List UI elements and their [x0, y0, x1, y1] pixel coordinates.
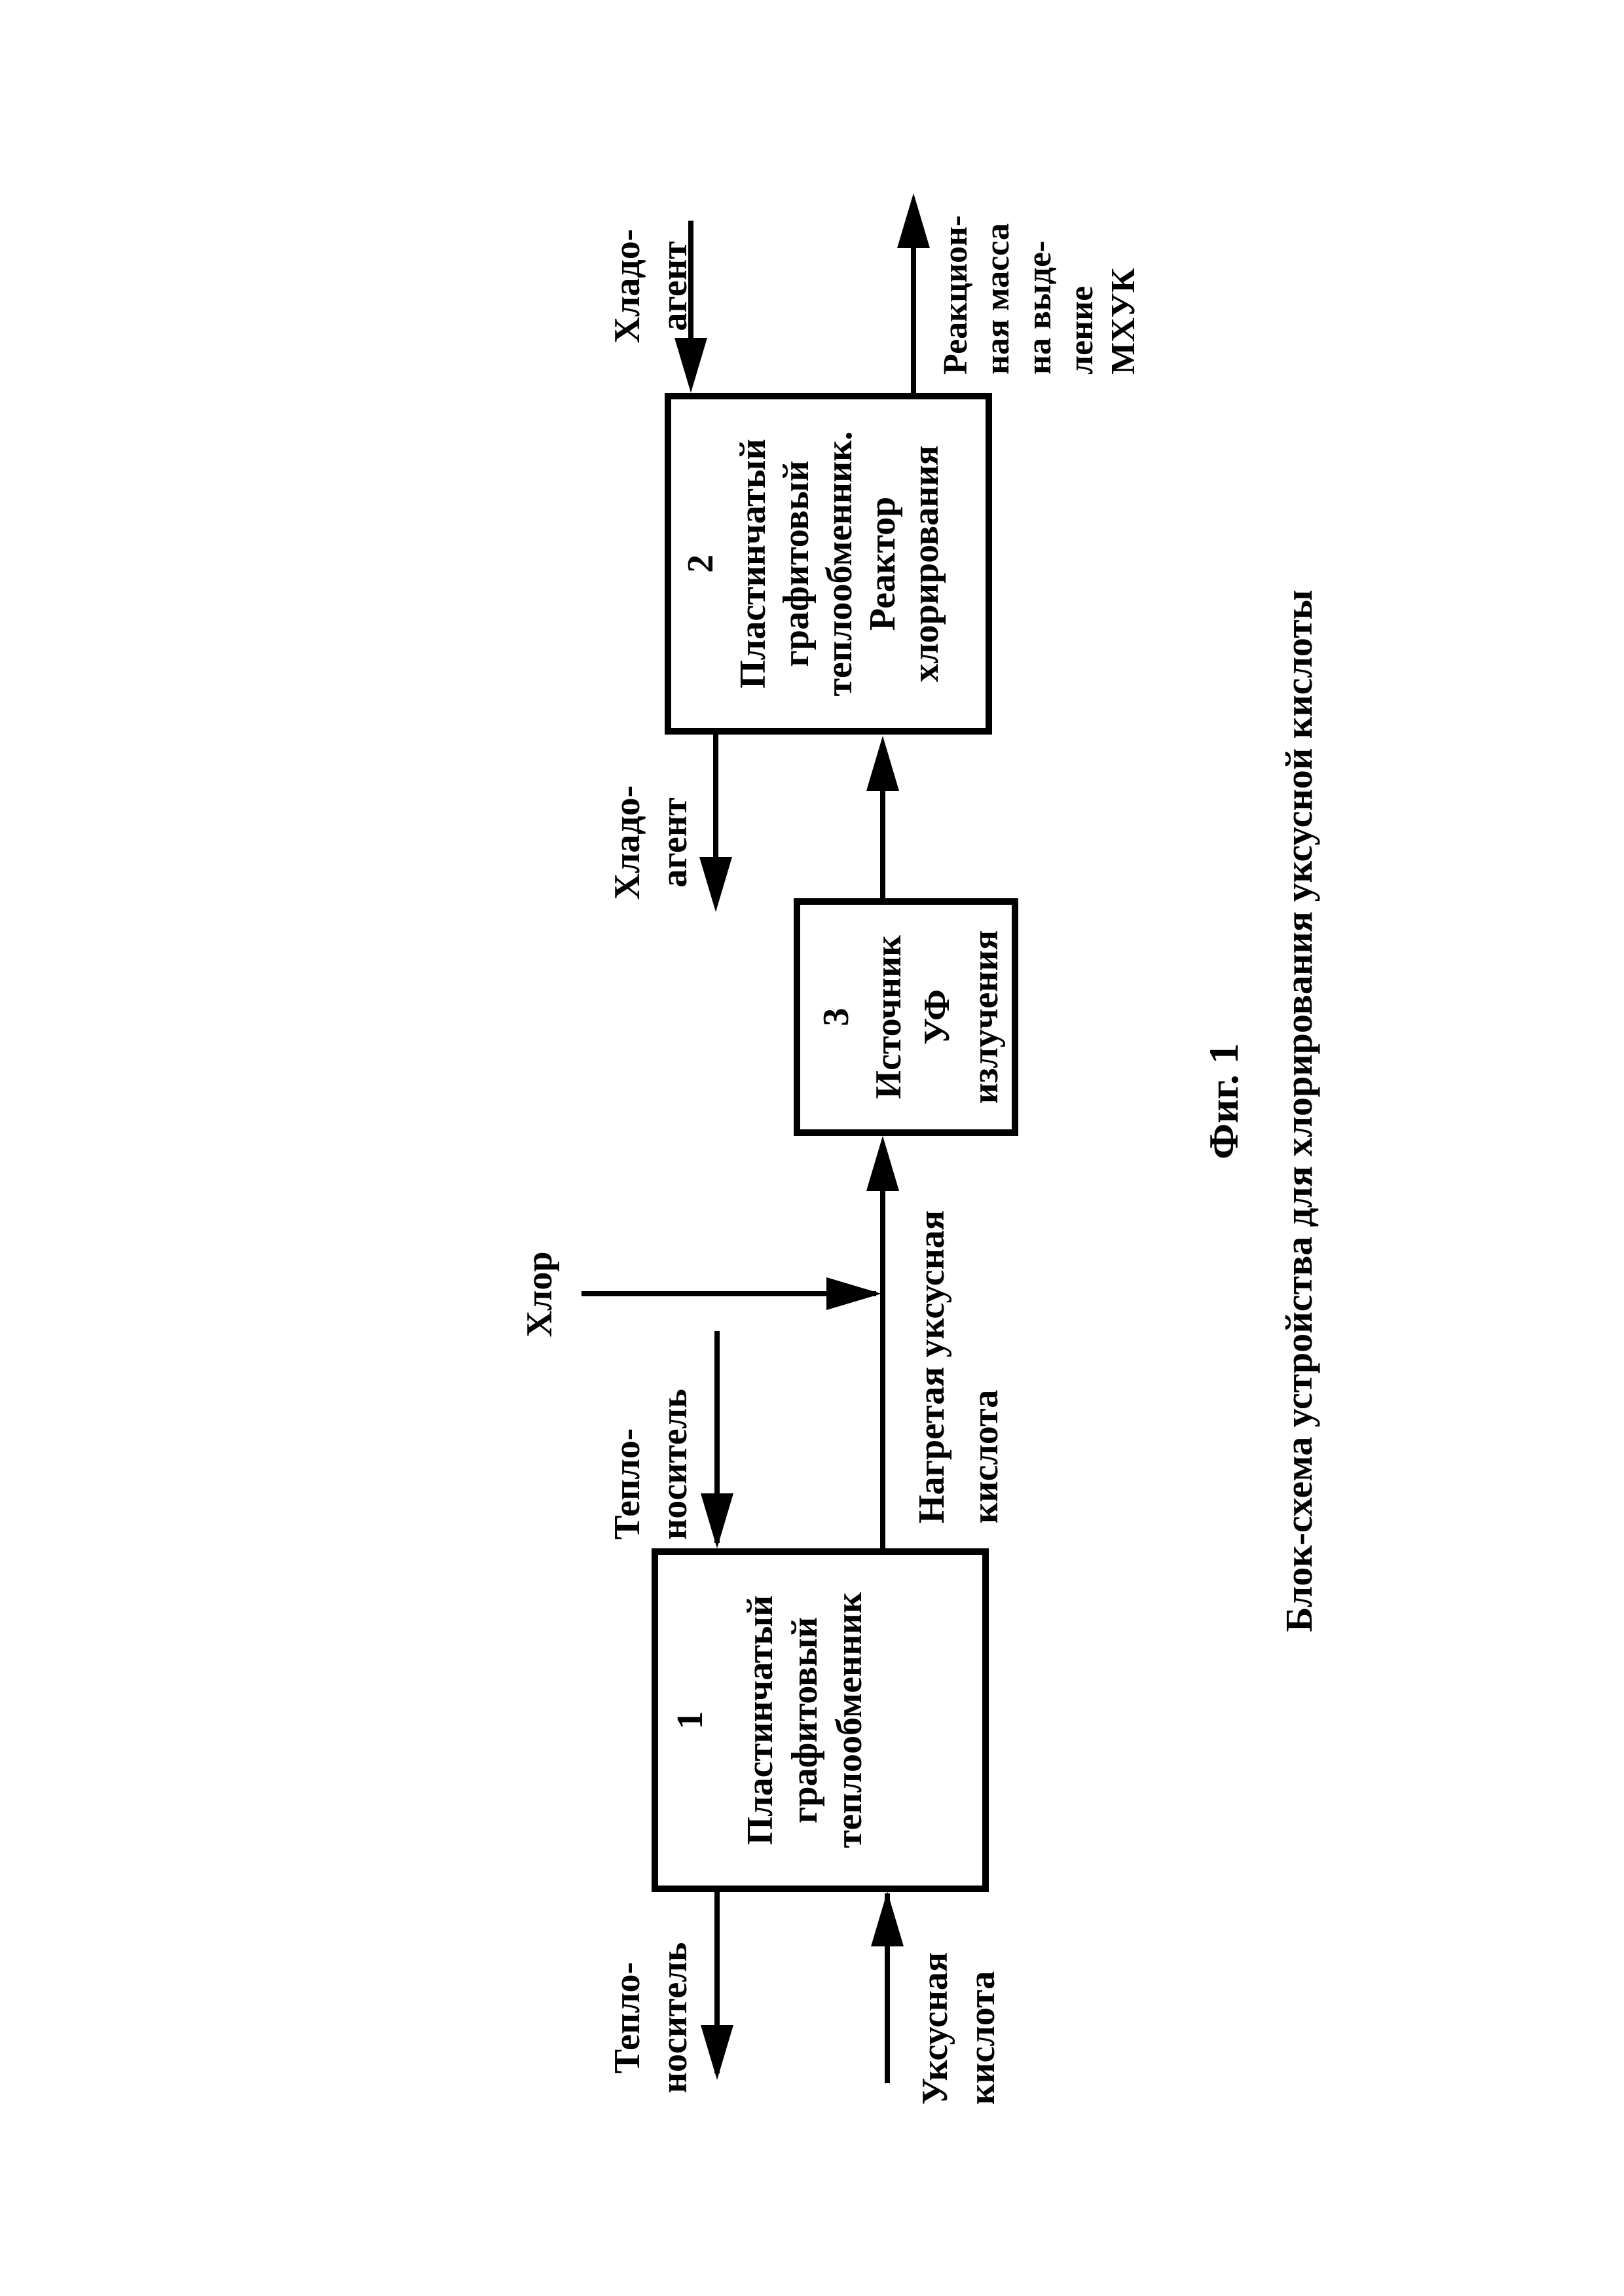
flow-label-line: носитель	[654, 1942, 695, 2094]
box-3-line: УФ	[917, 989, 957, 1046]
box-3-line: Источник	[868, 935, 909, 1099]
box-3-line: излучения	[965, 930, 1006, 1104]
box-2-line: хлорирования	[906, 445, 946, 682]
flow-label-line: Нагретая уксусная	[912, 1210, 952, 1523]
flow-label-chlorine: Хлор	[516, 1226, 563, 1363]
arrowhead-uv-to-reactor	[866, 736, 899, 791]
box-1-line: Пластинчатый	[740, 1595, 781, 1846]
box-1-number: 1	[670, 1711, 710, 1730]
flow-line-heated-acid	[880, 1182, 885, 1548]
arrowhead-heat-carrier-in	[701, 1493, 733, 1548]
box-reactor-2: 2 Пластинчатый графитовый теплообменник.…	[665, 393, 992, 735]
flow-label-coolant-out: Хладо- агент	[604, 748, 698, 938]
flow-label-coolant-in: Хладо- агент	[604, 188, 698, 384]
box-2-line: Пластинчатый	[733, 439, 773, 689]
arrowhead-chlorine	[826, 1277, 881, 1310]
flow-label-line: носитель	[654, 1389, 695, 1540]
flow-label-line: агент	[654, 241, 695, 331]
flow-label-line: ление	[1063, 285, 1100, 374]
flow-label-heat-carrier-in: Тепло- носитель	[604, 1389, 698, 1540]
flow-label-acetic-acid-in: Уксусная кислота	[912, 1952, 1006, 2105]
flow-label-line: кислота	[965, 1389, 1006, 1523]
flow-label-line: Тепло-	[607, 1961, 648, 2074]
arrowhead-acetic-acid-in	[871, 1891, 904, 1946]
flow-line-coolant-out	[713, 733, 718, 859]
box-2-line: графитовый	[776, 460, 817, 667]
figure-caption: Фиг. 1	[1200, 1043, 1247, 1159]
box-2-line: теплообменник.	[819, 431, 860, 697]
flow-label-line: Хлор	[519, 1251, 560, 1338]
arrowhead-coolant-out	[699, 857, 732, 912]
flow-label-line: Уксусная	[915, 1952, 955, 2105]
box-1-line: графитовый	[784, 1616, 825, 1824]
flow-line-uv-to-reactor	[880, 780, 885, 898]
arrowhead-reaction-mass	[897, 193, 930, 248]
box-2-number: 2	[680, 555, 721, 573]
arrowhead-heated-acid	[866, 1136, 899, 1191]
box-3-number: 3	[816, 1008, 857, 1027]
flow-label-line: Реакцион-	[937, 215, 974, 374]
flow-label-line: кислота	[962, 1971, 1003, 2105]
flow-label-line: МХУК	[1105, 268, 1142, 375]
flow-line-reaction-mass	[911, 244, 916, 393]
box-heat-exchanger-1: 1 Пластинчатый графитовый теплообменник	[652, 1548, 989, 1892]
box-uv-source-3: 3 Источник УФ излучения	[794, 898, 1018, 1136]
flow-label-line: агент	[654, 797, 695, 888]
box-2-line: Реактор	[862, 496, 903, 631]
flow-label-reaction-mass: Реакцион- ная масса на выде- ление МХУК	[935, 215, 1145, 374]
box-1-line: теплообменник	[829, 1592, 870, 1848]
flow-label-line: на выде-	[1021, 240, 1058, 374]
figure-title: Блок-схема устройства для хлорирования у…	[1278, 590, 1320, 1632]
flow-label-line: Тепло-	[607, 1428, 648, 1540]
arrowhead-heat-carrier-out	[701, 2025, 733, 2080]
flow-label-line: ная масса	[979, 223, 1016, 374]
flow-label-line: Хладо-	[607, 228, 648, 344]
flow-label-heated-acid: Нагретая уксусная кислота	[905, 1211, 1012, 1523]
flow-label-heat-carrier-out: Тепло- носитель	[604, 1913, 698, 2123]
flow-label-line: Хладо-	[607, 785, 648, 900]
